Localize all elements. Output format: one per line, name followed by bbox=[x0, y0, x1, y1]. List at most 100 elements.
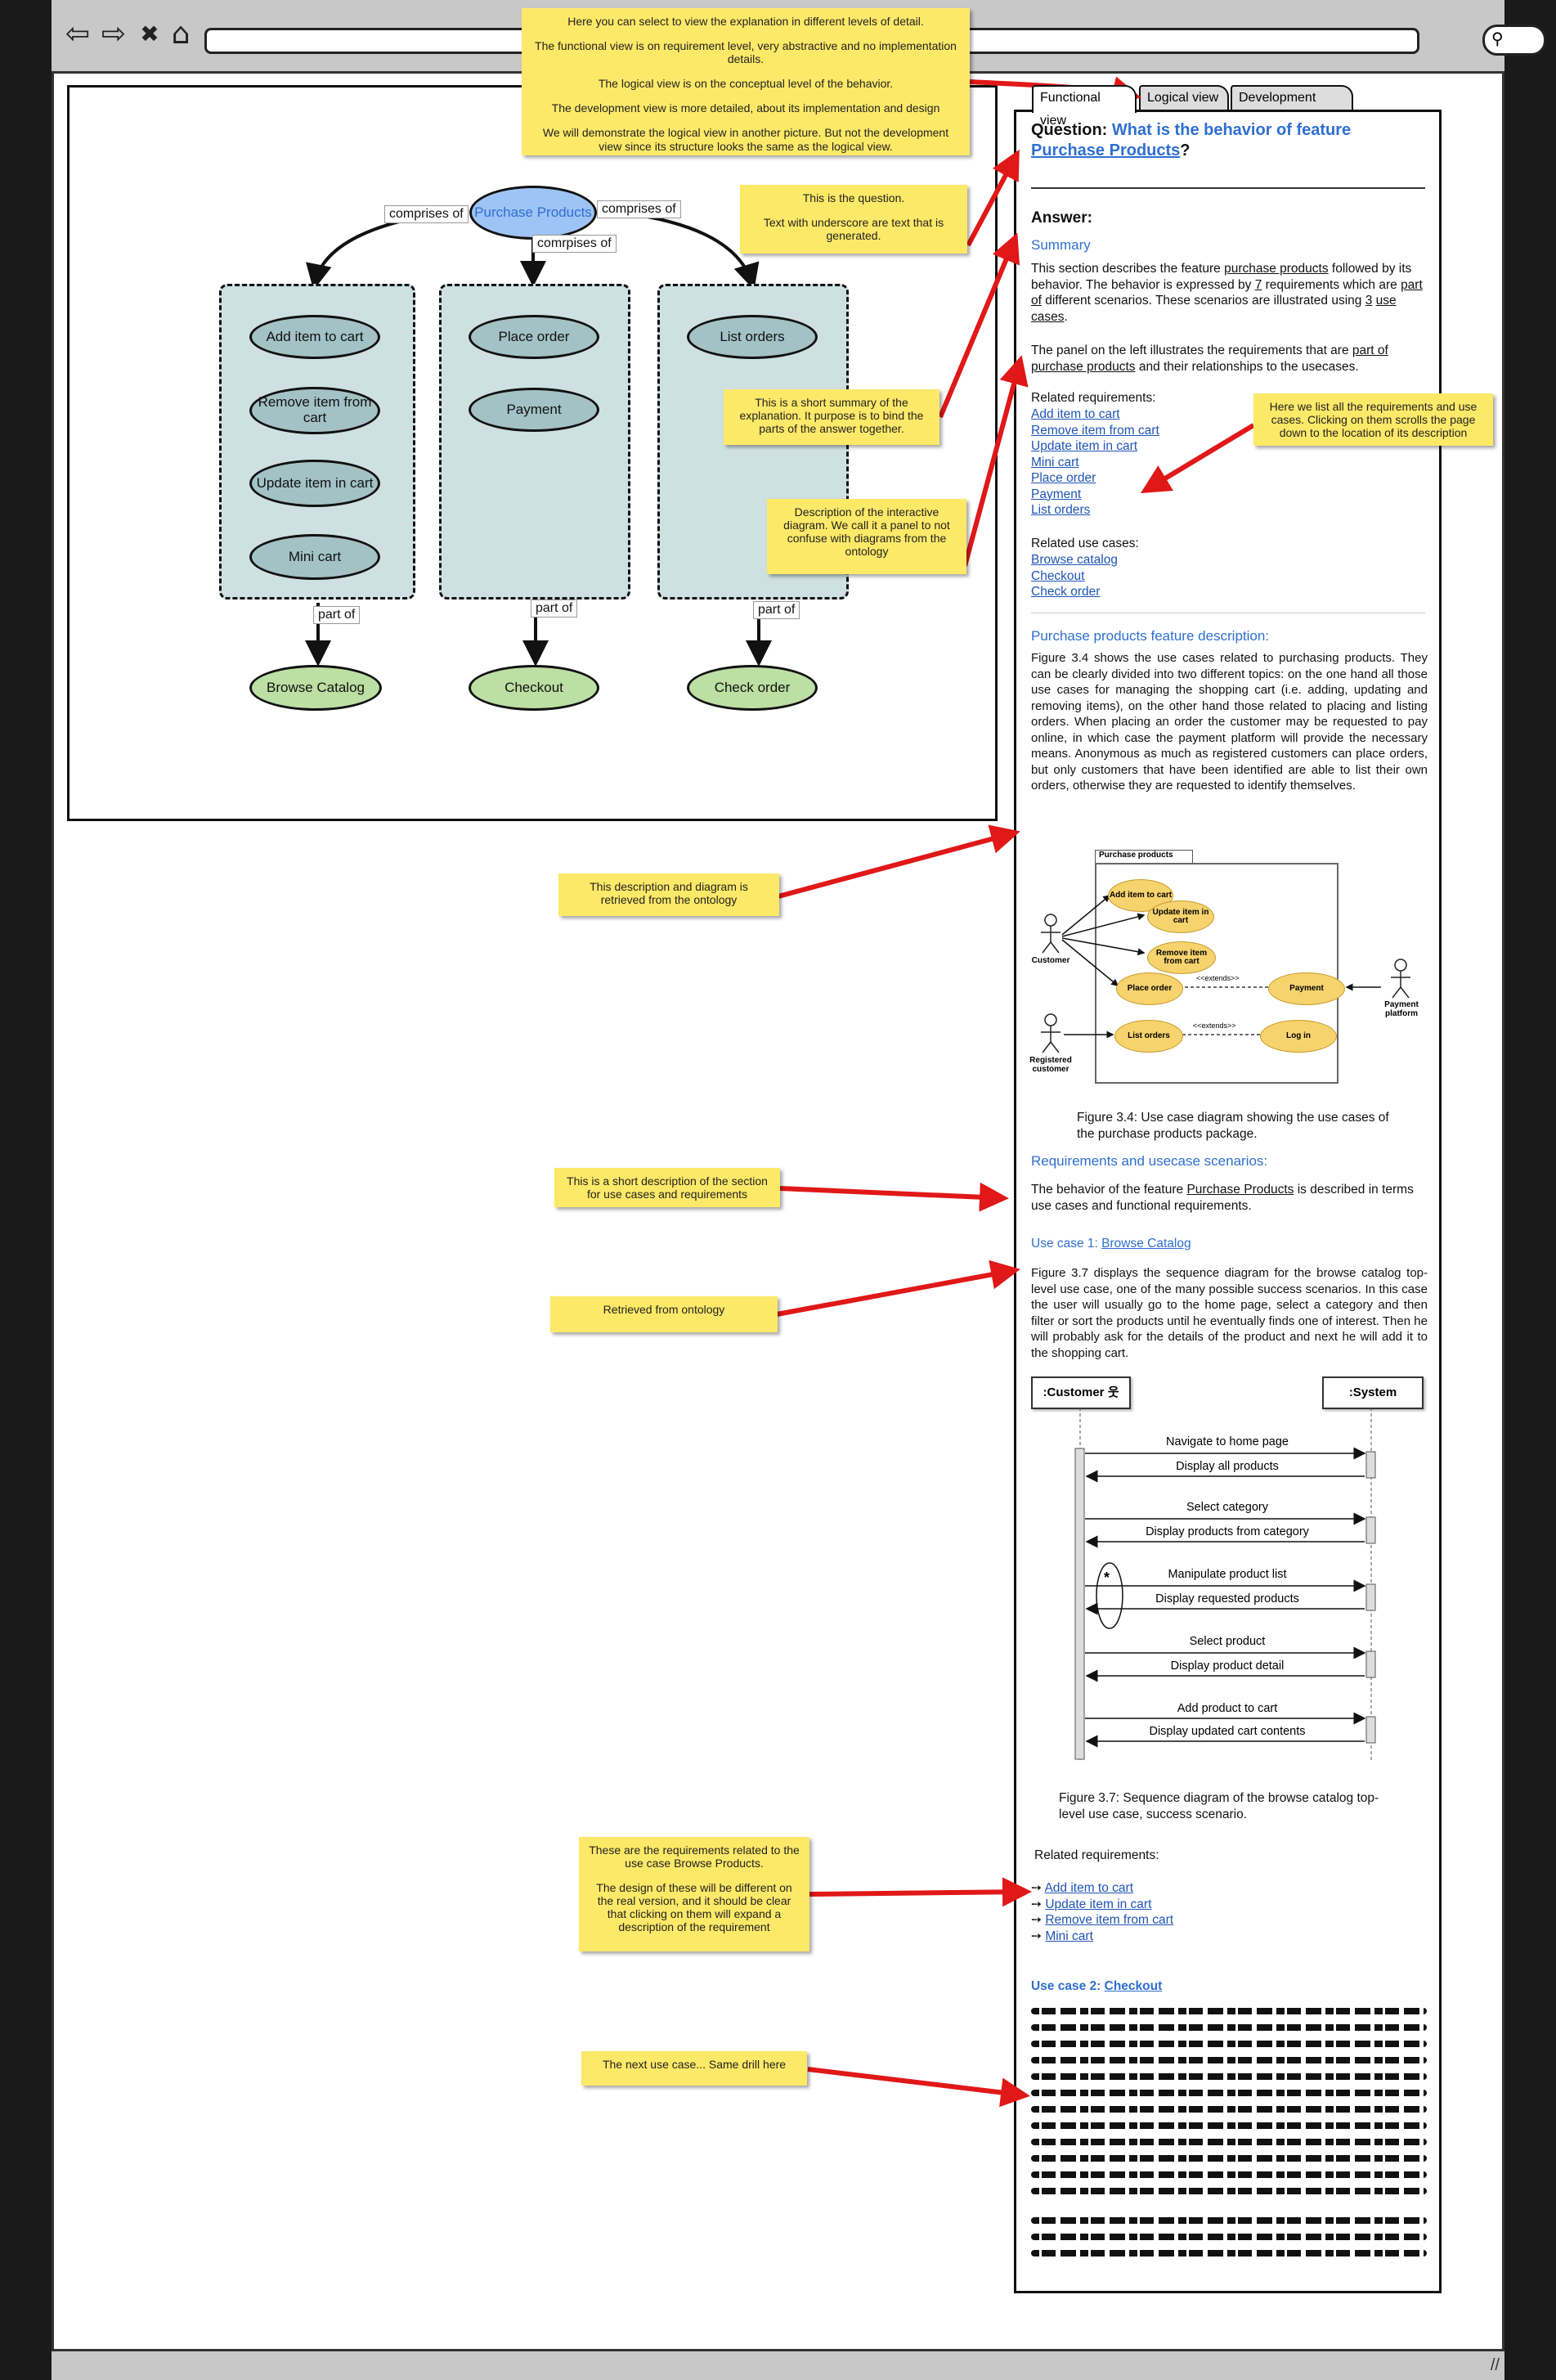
tab-development-view[interactable]: Development view bbox=[1231, 85, 1353, 128]
note-requirements-list: Here we list all the requirements and us… bbox=[1253, 393, 1493, 446]
requirement-node[interactable]: Add item to cart bbox=[249, 315, 380, 359]
tab-functional-view[interactable]: Functional view bbox=[1032, 85, 1137, 128]
figure-caption: Figure 3.4: Use case diagram showing the… bbox=[1077, 1111, 1389, 1141]
sequence-message: Select product bbox=[1189, 1635, 1266, 1648]
note-question: This is the question.Text with underscor… bbox=[740, 185, 967, 254]
uc-log-in: Log in bbox=[1260, 1020, 1337, 1053]
search-field[interactable]: ⚲ bbox=[1482, 25, 1546, 56]
sequence-message: Display all products bbox=[1176, 1460, 1279, 1473]
forward-arrow-icon[interactable]: ⇨ bbox=[101, 17, 127, 51]
summary-text: This section describes the feature purch… bbox=[1031, 262, 1423, 324]
lifeline-customer: :Customer 웃 bbox=[1031, 1376, 1131, 1409]
sequence-diagram: :Customer 웃 :System * Navigate to home p… bbox=[1031, 1376, 1432, 1769]
actor-label: Customer bbox=[1031, 956, 1070, 965]
use-case-link[interactable]: Checkout bbox=[1031, 568, 1085, 583]
feature-heading: Purchase products feature description: bbox=[1031, 628, 1270, 644]
note-view-levels: Here you can select to view the explanat… bbox=[522, 8, 970, 155]
use-case-1-text: Figure 3.7 displays the sequence diagram… bbox=[1031, 1266, 1428, 1360]
use-cases-list: Browse catalog Checkout Check order bbox=[1031, 552, 1428, 600]
requirement-node[interactable]: Payment bbox=[469, 388, 599, 432]
use-case-2-heading: Use case 2: Checkout bbox=[1031, 1979, 1163, 1993]
use-case-1-heading: Use case 1: Browse Catalog bbox=[1031, 1237, 1191, 1251]
tab-logical-view[interactable]: Logical view bbox=[1139, 85, 1229, 110]
uc1-requirements-list: ➙ Add item to cart ➙ Update item in cart… bbox=[1031, 1881, 1174, 1943]
sequence-message: Display product detail bbox=[1170, 1659, 1285, 1673]
uc-list-orders: List orders bbox=[1114, 1020, 1183, 1053]
explanation-panel: Question: What is the behavior of featur… bbox=[1014, 110, 1442, 2293]
edge-comprises-right bbox=[599, 209, 760, 290]
requirement-node[interactable]: Mini cart bbox=[249, 534, 380, 580]
divider bbox=[1031, 187, 1425, 189]
search-icon: ⚲ bbox=[1491, 30, 1504, 48]
requirement-link[interactable]: Remove item from cart bbox=[1045, 1913, 1174, 1927]
related-requirements-label: Related requirements: bbox=[1034, 1848, 1159, 1862]
question: Question: What is the behavior of featur… bbox=[1031, 121, 1352, 159]
note-section-description: This is a short description of the secti… bbox=[554, 1168, 780, 1207]
sequence-message: Add product to cart bbox=[1177, 1702, 1278, 1715]
extends-links bbox=[1178, 986, 1268, 1035]
uc-payment: Payment bbox=[1268, 972, 1345, 1005]
requirement-link[interactable]: Remove item from cart bbox=[1031, 423, 1159, 438]
requirement-node[interactable]: Update item in cart bbox=[249, 460, 380, 507]
edge-label-middle: comrpises of bbox=[532, 235, 617, 253]
requirements-list: Add item to cart Remove item from cart U… bbox=[1031, 406, 1428, 519]
actor-label: Payment platform bbox=[1384, 1000, 1419, 1018]
use-case-node[interactable]: Check order bbox=[687, 665, 818, 711]
use-case-diagram: Purchase products Add item to cart Updat… bbox=[1026, 848, 1430, 1093]
requirements-description: The behavior of the feature Purchase Pro… bbox=[1031, 1183, 1414, 1213]
extends-label: <<extends>> bbox=[1193, 1022, 1236, 1030]
uc-remove-item: Remove item from cart bbox=[1147, 941, 1216, 974]
edge-label-part-of: part of bbox=[753, 601, 800, 619]
lifeline-system: :System bbox=[1322, 1376, 1424, 1409]
requirement-link[interactable]: Payment bbox=[1031, 487, 1082, 501]
actor-associations bbox=[1061, 895, 1381, 1039]
summary-heading: Summary bbox=[1031, 237, 1091, 253]
resize-grip-icon[interactable]: // bbox=[1490, 2356, 1500, 2374]
related-requirements-label: Related requirements: bbox=[1031, 391, 1156, 405]
extends-label: <<extends>> bbox=[1196, 974, 1240, 982]
edge-label-left: comprises of bbox=[384, 205, 469, 223]
requirement-link[interactable]: Place order bbox=[1031, 471, 1096, 485]
use-case-node[interactable]: Checkout bbox=[469, 665, 599, 711]
feature-description: Figure 3.4 shows the use cases related t… bbox=[1031, 651, 1428, 793]
requirement-link[interactable]: List orders bbox=[1031, 503, 1091, 517]
sequence-message: Manipulate product list bbox=[1168, 1568, 1287, 1581]
sequence-message: Display updated cart contents bbox=[1149, 1725, 1306, 1738]
sequence-message: Display requested products bbox=[1155, 1592, 1299, 1605]
requirement-link[interactable]: Mini cart bbox=[1031, 455, 1079, 469]
requirement-link[interactable]: Add item to cart bbox=[1044, 1881, 1133, 1895]
requirement-link[interactable]: Update item in cart bbox=[1045, 1897, 1152, 1911]
sequence-message: Display products from category bbox=[1146, 1525, 1309, 1538]
actor-label: Registered customer bbox=[1029, 1056, 1072, 1074]
edge-label-right: comprises of bbox=[597, 200, 681, 218]
actor-customer-figure bbox=[1041, 914, 1061, 954]
uc-connectors bbox=[1041, 895, 1410, 1053]
sequence-message: Select category bbox=[1186, 1501, 1268, 1514]
use-case-link[interactable]: Check order bbox=[1031, 585, 1101, 599]
requirements-heading: Requirements and usecase scenarios: bbox=[1031, 1153, 1268, 1169]
use-case-2-link[interactable]: Checkout bbox=[1104, 1979, 1163, 1993]
note-related-requirements: These are the requirements related to th… bbox=[579, 1837, 809, 1951]
note-panel: Description of the interactive diagram. … bbox=[767, 499, 966, 574]
uc-update-item: Update item in cart bbox=[1147, 900, 1214, 933]
panel-description: The panel on the left illustrates the re… bbox=[1031, 344, 1388, 374]
requirement-link[interactable]: Add item to cart bbox=[1031, 407, 1120, 421]
use-case-node[interactable]: Browse Catalog bbox=[249, 665, 382, 711]
requirement-node[interactable]: Place order bbox=[469, 315, 599, 359]
package-tab: Purchase products bbox=[1095, 850, 1193, 864]
root-node[interactable]: Purchase Products bbox=[469, 186, 597, 240]
loop-marker: * bbox=[1104, 1569, 1110, 1586]
requirement-link[interactable]: Update item in cart bbox=[1031, 439, 1138, 453]
actor-icon: 웃 bbox=[1107, 1385, 1119, 1399]
requirement-link[interactable]: Mini cart bbox=[1045, 1929, 1093, 1943]
requirement-node[interactable]: List orders bbox=[687, 315, 818, 359]
home-icon[interactable]: ⌂ bbox=[171, 17, 191, 51]
requirement-node[interactable]: Remove item from cart bbox=[249, 387, 380, 434]
back-arrow-icon[interactable]: ⇦ bbox=[65, 17, 91, 51]
sequence-message: Navigate to home page bbox=[1166, 1435, 1289, 1448]
question-link[interactable]: Purchase Products bbox=[1031, 141, 1181, 159]
close-icon[interactable]: ✖ bbox=[140, 20, 159, 47]
use-case-1-link[interactable]: Browse Catalog bbox=[1101, 1237, 1191, 1251]
note-retrieved: Retrieved from ontology bbox=[550, 1296, 778, 1332]
use-case-link[interactable]: Browse catalog bbox=[1031, 553, 1118, 567]
